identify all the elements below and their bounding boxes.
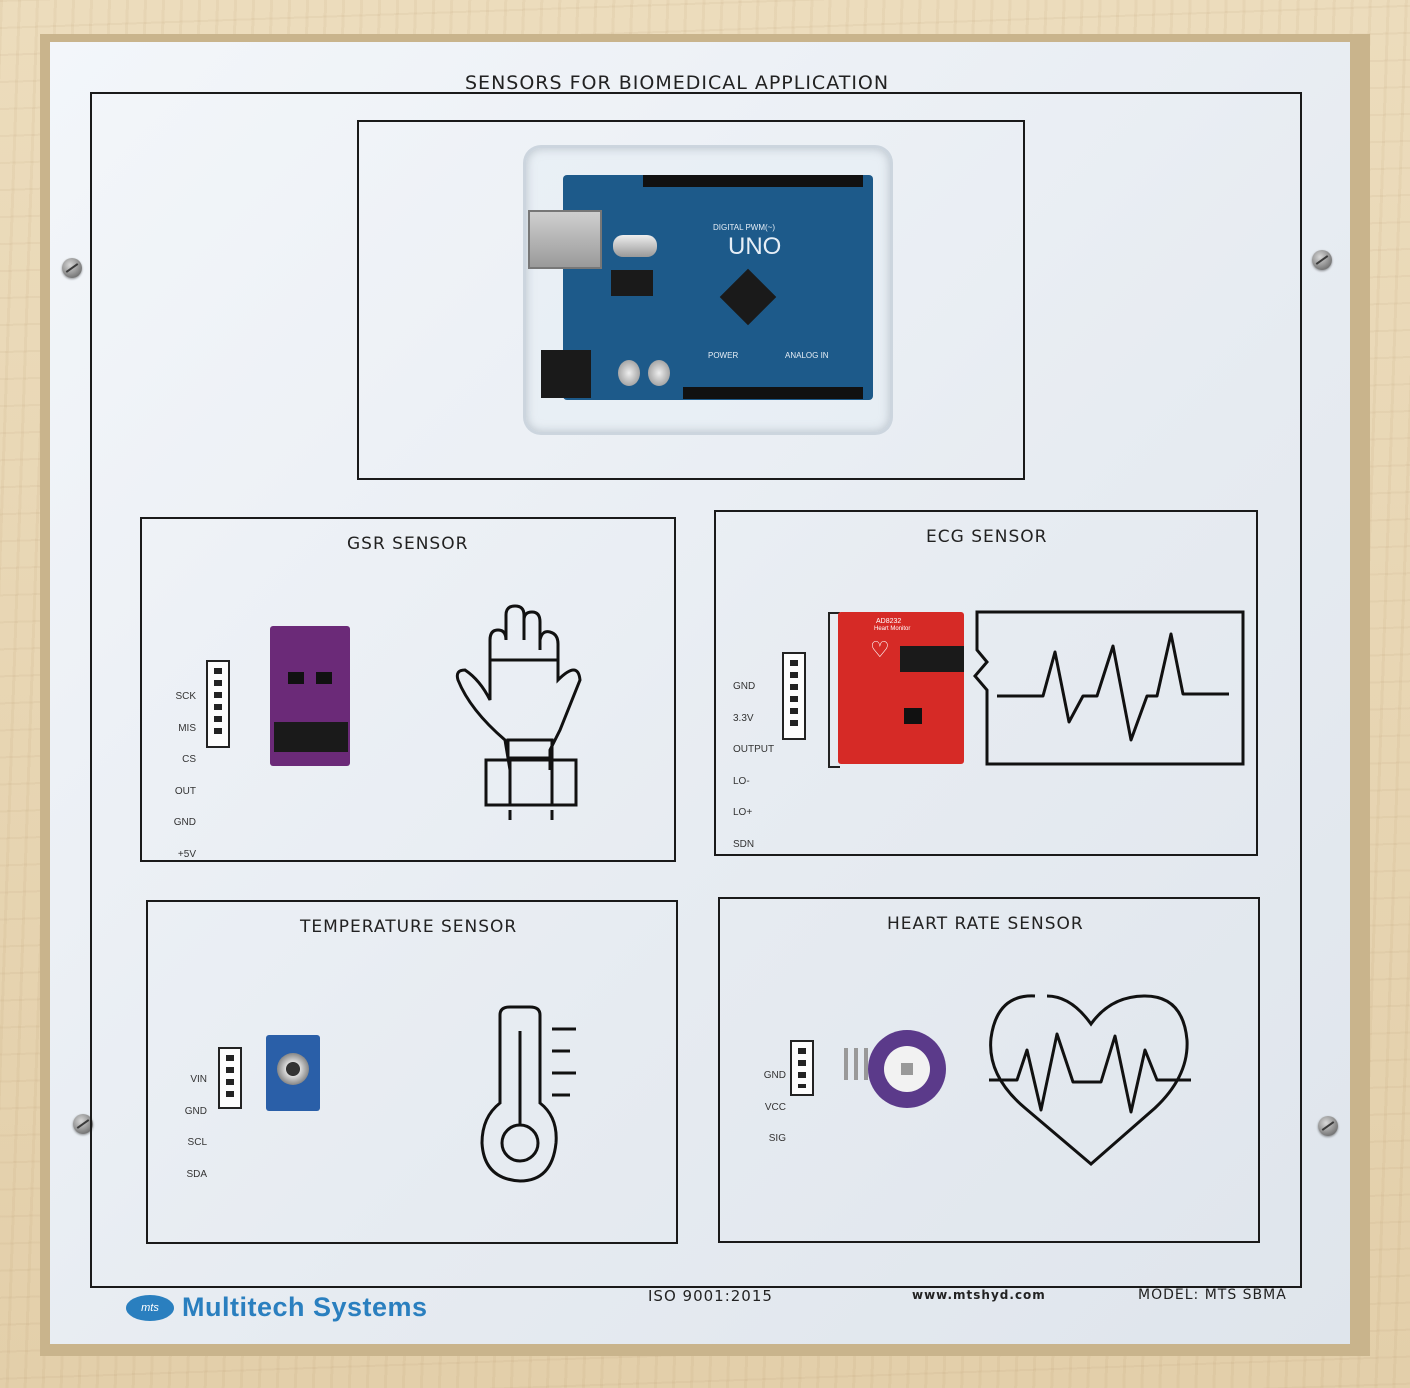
iso-certification: ISO 9001:2015 bbox=[648, 1287, 773, 1305]
heart-rate-pin-sig: SIG bbox=[768, 1133, 786, 1144]
gsr-audio-jack bbox=[274, 722, 348, 752]
ecg-pin-3v3: 3.3V bbox=[733, 712, 754, 724]
board-title: SENSORS FOR BIOMEDICAL APPLICATION bbox=[465, 72, 890, 94]
usb-port bbox=[528, 210, 602, 269]
capacitor-2 bbox=[648, 360, 670, 386]
temperature-module bbox=[266, 1035, 320, 1111]
ecg-title: ECG SENSOR bbox=[926, 527, 1048, 547]
gsr-pin-mis: MIS bbox=[178, 722, 196, 734]
gsr-chip-2 bbox=[316, 672, 332, 684]
arduino-pcb bbox=[563, 175, 873, 400]
gsr-header-socket[interactable] bbox=[206, 660, 230, 748]
mts-badge-icon: mts bbox=[126, 1294, 174, 1321]
temperature-header-pins bbox=[226, 1055, 234, 1101]
digital-label: DIGITAL PWM(~) bbox=[713, 223, 775, 232]
gsr-pin-gnd: GND bbox=[173, 817, 196, 828]
ecg-pin-labels: GND 3.3V OUTPUT LO- LO+ SDN bbox=[733, 661, 781, 861]
temperature-pin-labels: VIN GND SCL SDA bbox=[175, 1054, 207, 1191]
ecg-module-text: AD8232 bbox=[876, 618, 902, 625]
heart-rate-pin-gnd: GND bbox=[763, 1070, 786, 1081]
capacitor-1 bbox=[618, 360, 640, 386]
pulse-sensor-module bbox=[868, 1030, 946, 1108]
gsr-pin-sck: SCK bbox=[175, 691, 196, 702]
heart-pulse-icon bbox=[989, 994, 1191, 1166]
temperature-pin-vin: VIN bbox=[190, 1074, 207, 1085]
gsr-title: GSR SENSOR bbox=[347, 534, 469, 554]
digital-header bbox=[643, 175, 863, 187]
gsr-module bbox=[270, 626, 350, 766]
thermometer-icon bbox=[480, 1005, 576, 1183]
arduino-board: UNO DIGITAL PWM(~) POWER ANALOG IN bbox=[523, 145, 893, 435]
heart-rate-section bbox=[718, 897, 1260, 1243]
heart-rate-header-socket[interactable] bbox=[790, 1040, 814, 1096]
heart-rate-title: HEART RATE SENSOR bbox=[887, 914, 1084, 934]
screw-bottom-left bbox=[73, 1114, 93, 1134]
temperature-section bbox=[146, 900, 678, 1244]
temperature-header-socket[interactable] bbox=[218, 1047, 242, 1109]
crystal bbox=[613, 235, 657, 257]
gsr-pin-5v: +5V bbox=[177, 848, 196, 860]
model-number: MODEL: MTS SBMA bbox=[1138, 1287, 1287, 1303]
ecg-header-pins bbox=[790, 660, 798, 730]
ecg-chip bbox=[904, 708, 922, 724]
hand-with-wrist-strap-icon bbox=[455, 604, 582, 820]
heart-logo-icon: ♡ bbox=[870, 638, 890, 663]
footer-logo: mts Multitech Systems bbox=[126, 1292, 428, 1323]
microcontroller-section bbox=[357, 120, 1025, 480]
gsr-pin-cs: CS bbox=[182, 754, 196, 765]
temperature-pin-scl: SCL bbox=[187, 1137, 207, 1148]
outer-border bbox=[90, 92, 1302, 1288]
usb-chip bbox=[611, 270, 653, 296]
screw-bottom-right bbox=[1318, 1116, 1338, 1136]
heart-rate-header-pins bbox=[798, 1048, 806, 1088]
ir-sensor-can bbox=[277, 1053, 309, 1085]
ecg-pin-sdn: SDN bbox=[733, 838, 755, 850]
gsr-pin-out: OUT bbox=[174, 785, 196, 797]
ecg-audio-jack bbox=[900, 646, 964, 672]
temperature-pin-sda: SDA bbox=[186, 1168, 207, 1180]
heart-rate-pin-labels: GND VCC SIG bbox=[752, 1050, 786, 1155]
power-analog-header bbox=[683, 387, 863, 399]
ecg-section bbox=[714, 510, 1258, 856]
ecg-pin-lo-plus: LO+ bbox=[733, 807, 753, 818]
power-label: POWER bbox=[708, 351, 739, 360]
analog-label: ANALOG IN bbox=[785, 351, 829, 360]
uno-text: UNO bbox=[728, 233, 782, 260]
ecg-pin-lo-minus: LO- bbox=[733, 775, 750, 787]
gsr-chip-1 bbox=[288, 672, 304, 684]
screw-top-left bbox=[62, 258, 82, 278]
gsr-pin-labels: SCK MIS CS OUT GND +5V bbox=[160, 671, 196, 871]
ecg-module: AD8232 Heart Monitor ♡ bbox=[838, 612, 964, 764]
temperature-pin-gnd: GND bbox=[184, 1105, 207, 1117]
screw-top-right bbox=[1312, 250, 1332, 270]
ecg-pin-output: OUTPUT bbox=[733, 744, 775, 755]
temperature-title: TEMPERATURE SENSOR bbox=[300, 917, 518, 937]
gsr-header-pins bbox=[214, 668, 222, 738]
ecg-header-socket[interactable] bbox=[782, 652, 806, 740]
heart-rate-pin-leads bbox=[844, 1048, 872, 1080]
pulse-sensor-led bbox=[901, 1063, 913, 1075]
ecg-mount-bracket bbox=[828, 612, 840, 768]
brand-name: Multitech Systems bbox=[182, 1292, 428, 1322]
heart-rate-pin-vcc: VCC bbox=[764, 1101, 786, 1113]
gsr-section bbox=[140, 517, 676, 862]
website: www.mtshyd.com bbox=[912, 1288, 1046, 1302]
ecg-pin-gnd: GND bbox=[733, 681, 756, 692]
ecg-module-subtext: Heart Monitor bbox=[874, 626, 911, 632]
ecg-waveform-icon bbox=[973, 610, 1245, 766]
power-jack bbox=[541, 350, 591, 398]
